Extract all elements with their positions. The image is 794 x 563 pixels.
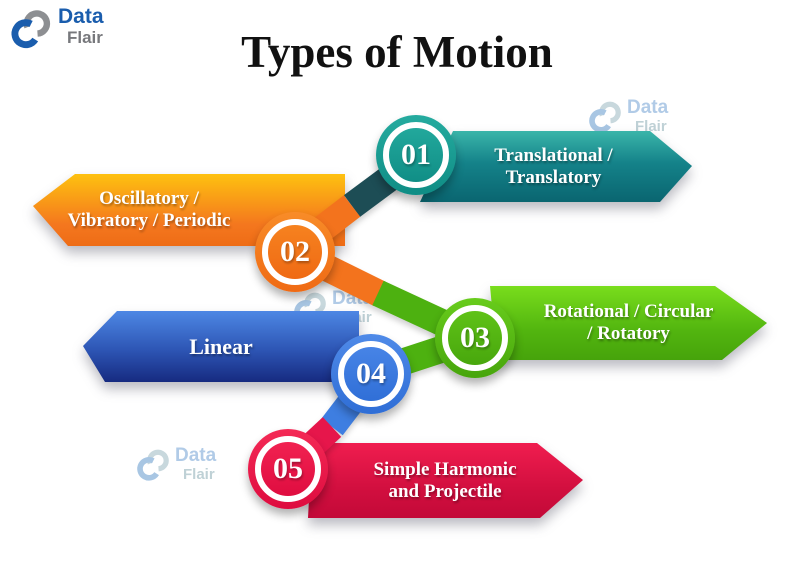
step-circle-05: 05 [248, 429, 328, 509]
dataflair-logo: Data Flair [10, 6, 104, 52]
arrow-banner-rotational: Rotational / Circular / Rotatory [490, 286, 767, 360]
step-number-03: 03 [442, 305, 508, 371]
page-title: Types of Motion [241, 27, 553, 77]
step-number-05: 05 [255, 436, 321, 502]
step-circle-01: 01 [376, 115, 456, 195]
arrow-label-line1: Linear [189, 333, 253, 359]
arrow-shape-translational: Translational / Translatory [420, 131, 692, 202]
arrow-label-line1: Oscillatory / [99, 188, 199, 210]
arrow-banner-simple-harmonic: Simple Harmonic and Projectile [307, 443, 583, 518]
watermark-word-data: Data [627, 97, 669, 118]
watermark-word-flair: Flair [183, 466, 215, 483]
watermark-icon [137, 449, 169, 481]
step-circle-04: 04 [331, 334, 411, 414]
dataflair-logo-text: Data Flair [58, 6, 104, 46]
arrow-banner-translational: Translational / Translatory [415, 131, 692, 202]
watermark-bottom-left: Data Flair [136, 446, 216, 484]
logo-word-data: Data [58, 5, 104, 28]
dataflair-logo-icon [11, 10, 51, 49]
watermark-word-flair: Flair [635, 118, 667, 135]
step-number-01: 01 [383, 122, 449, 188]
step-circle-02: 02 [255, 212, 335, 292]
arrow-banner-linear: Linear [83, 311, 359, 382]
logo-word-flair: Flair [67, 28, 103, 47]
arrow-shape-simple-harmonic: Simple Harmonic and Projectile [308, 443, 583, 518]
watermark-icon [589, 101, 621, 133]
arrow-label-line2: Translatory [505, 166, 602, 188]
step-number-02: 02 [262, 219, 328, 285]
watermark-word-data: Data [332, 288, 374, 309]
arrow-label-line1: Translational / [494, 144, 613, 166]
watermark-top-right: Data Flair [588, 98, 668, 136]
arrow-shape-rotational: Rotational / Circular / Rotatory [490, 286, 767, 360]
arrow-shape-linear: Linear [83, 311, 359, 382]
arrow-label-line2: Vibratory / Periodic [67, 210, 231, 231]
arrow-label-line1: Rotational / Circular [543, 301, 714, 323]
arrow-label-line2: and Projectile [388, 480, 502, 502]
step-circle-03: 03 [435, 298, 515, 378]
arrow-label-line2: / Rotatory [587, 323, 670, 344]
watermark-word-data: Data [175, 445, 217, 466]
arrow-label-line1: Simple Harmonic [373, 458, 517, 480]
step-number-04: 04 [338, 341, 404, 407]
